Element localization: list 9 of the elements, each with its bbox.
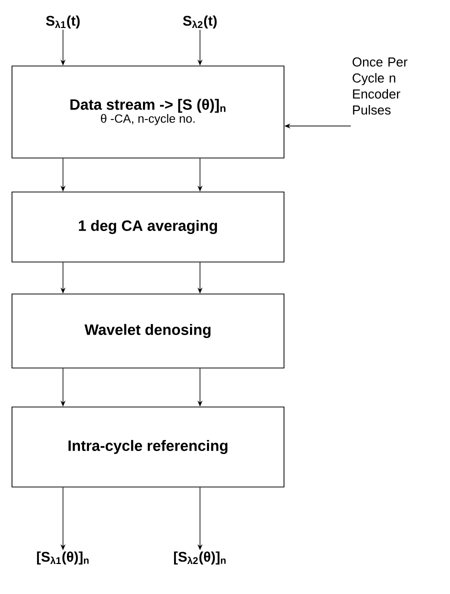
signal-label: [S$_{λ1}$(θ)]$_{n}$ — [37, 551, 89, 565]
signal-label: S$_{λ2}$(t) — [183, 15, 217, 29]
process-box: Data stream -> [S (θ)]$_{n}$ θ -CA, n-cycle no. — [12, 66, 284, 158]
process-box: 1 deg CA averaging — [12, 192, 284, 262]
process-box: Intra-cycle referencing — [12, 406, 284, 488]
signal-label: S$_{λ1}$(t) — [46, 15, 80, 29]
input-label: Once Per Cycle n Encoder Pulses — [352, 57, 408, 115]
process-box: Wavelet denosing — [12, 294, 284, 368]
signal-label: [S$_{λ2}$(θ)]$_{n}$ — [174, 551, 226, 565]
